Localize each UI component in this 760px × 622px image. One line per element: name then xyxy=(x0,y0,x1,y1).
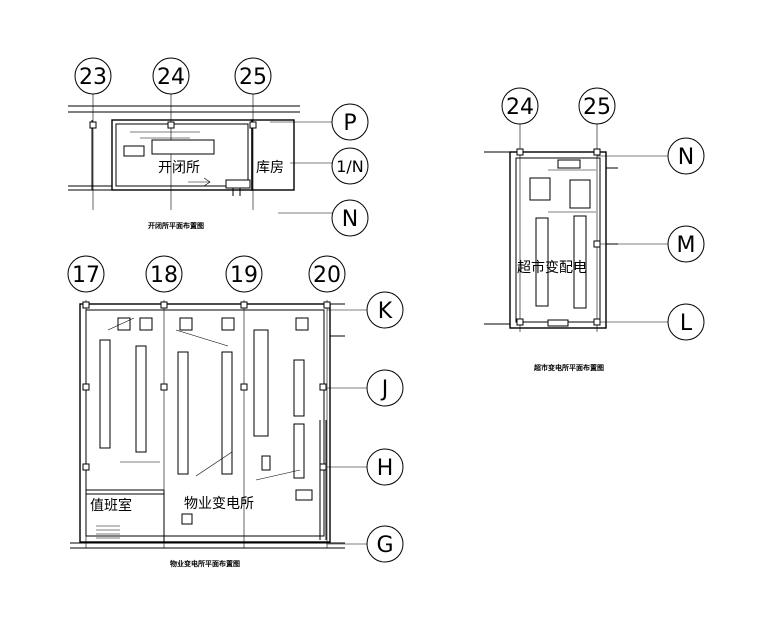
row-bubble-l: L xyxy=(680,311,693,336)
axis-bubble-25: 25 xyxy=(583,95,611,120)
upper-left-plan: 23 24 25 P 1/N N 开闭所 库房 开闭所平面布置图 xyxy=(68,57,369,237)
row-bubble-m: M xyxy=(677,233,696,258)
lower-left-plan: 17 18 19 20 K J H G 值班室 物业变电所 物业变电所平面布置图 xyxy=(67,255,404,568)
axis-bubble-19: 19 xyxy=(230,263,258,288)
room-label-duty: 值班室 xyxy=(90,497,132,514)
room-label-property-substation: 物业变电所 xyxy=(184,496,254,512)
axis-bubble-25: 25 xyxy=(239,65,267,90)
axis-bubble-20: 20 xyxy=(313,263,341,288)
row-bubble-g: G xyxy=(376,533,393,558)
right-plan: 24 25 N M L 超市变配电 超市变电所平面布置图 xyxy=(484,87,705,372)
plan-caption: 超市变电所平面布置图 xyxy=(534,363,604,372)
axis-bubble-17: 17 xyxy=(72,263,100,288)
axis-bubble-23: 23 xyxy=(79,65,107,90)
row-bubble-n: N xyxy=(678,145,694,170)
row-bubble-j: J xyxy=(380,377,389,402)
plan-caption: 开闭所平面布置图 xyxy=(148,221,204,230)
row-bubble-h: H xyxy=(377,456,394,481)
room-label-storage: 库房 xyxy=(256,160,284,176)
axis-bubble-24: 24 xyxy=(157,65,185,90)
row-bubble-k: K xyxy=(378,299,393,324)
room-label-supermarket-substation: 超市变配电 xyxy=(517,259,587,276)
axis-bubble-18: 18 xyxy=(150,263,178,288)
room-label-switch: 开闭所 xyxy=(158,160,200,176)
row-bubble-p: P xyxy=(343,111,356,136)
row-bubble-n: N xyxy=(342,207,358,232)
row-bubble-1n: 1/N xyxy=(336,157,364,176)
plan-caption: 物业变电所平面布置图 xyxy=(170,559,240,568)
axis-bubble-24: 24 xyxy=(506,95,534,120)
